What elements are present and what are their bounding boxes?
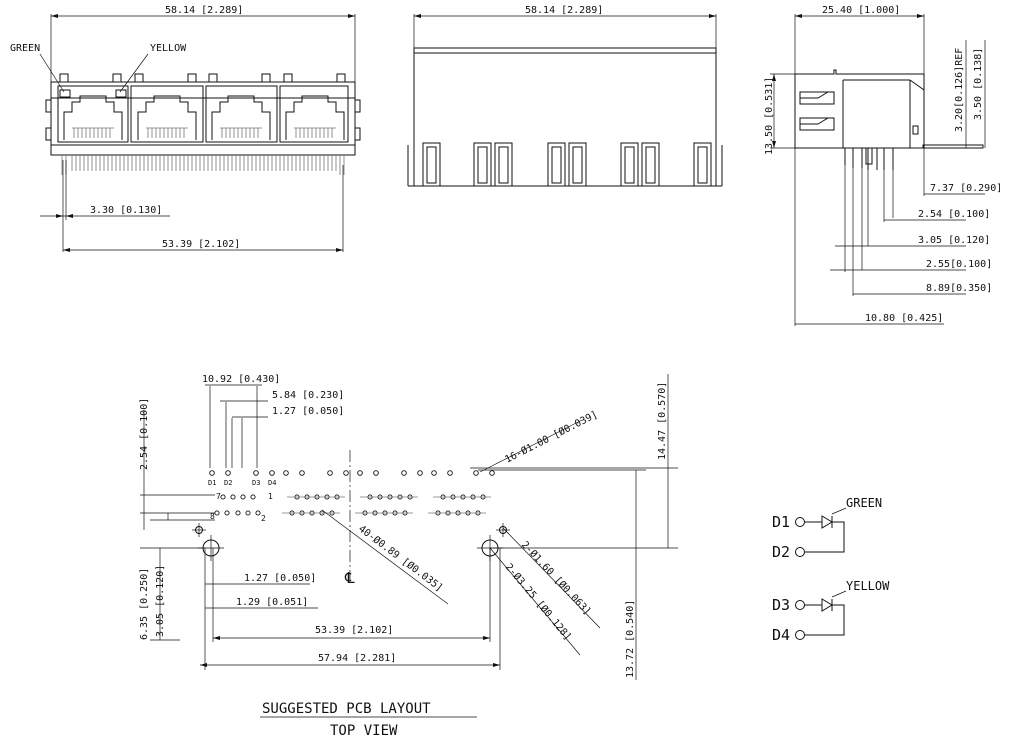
side-ref-dim: 3.20[0.126]REF <box>954 48 965 132</box>
side-dim-lines <box>794 148 985 326</box>
rear-view: 58.14 [2.289] <box>407 5 723 187</box>
pcb-subtitle: TOP VIEW <box>330 723 398 739</box>
side-dim-5: 8.89[0.350] <box>926 283 992 294</box>
rj45-port-4 <box>279 85 349 143</box>
pcb-title: SUGGESTED PCB LAYOUT <box>262 701 431 717</box>
side-dim-6: 10.80 [0.425] <box>865 313 943 324</box>
rj45-port-1 <box>57 85 129 143</box>
pad-label-d2: D2 <box>224 479 232 487</box>
pcb-dim-5-84: 5.84 [0.230] <box>272 390 344 401</box>
side-dim-3: 3.05 [0.120] <box>918 235 990 246</box>
rj45-port-3 <box>205 85 278 143</box>
schematic-green-label: GREEN <box>846 496 882 510</box>
pin-label-2: 2 <box>261 514 266 523</box>
top-tabs <box>59 73 346 83</box>
pin-label-1: 1 <box>268 492 273 501</box>
schematic-d4: D4 <box>772 626 790 644</box>
front-view: 58.14 [2.289] <box>10 5 361 252</box>
hole-callout-16: 16-Ø1.00 [Ø0.039] <box>503 409 600 466</box>
signal-pads <box>214 494 491 516</box>
front-yellow-label: YELLOW <box>150 43 187 54</box>
pcb-dim-1-29: 1.29 [0.051] <box>236 597 308 608</box>
side-dim-2: 2.54 [0.100] <box>918 209 990 220</box>
schematic-d1: D1 <box>772 513 790 531</box>
side-depth-dim: 25.40 [1.000] <box>822 5 900 16</box>
pcb-dim-2-54: 2.54 [0.100] <box>139 398 150 470</box>
rear-width-dim: 58.14 [2.289] <box>525 5 603 16</box>
pcb-dim-57-94: 57.94 [2.281] <box>318 653 396 664</box>
pcb-dim-13-72: 13.72 [0.540] <box>625 600 636 678</box>
side-view: 25.40 [1.000] 13.50 [0.531] 3.20[0.126]R… <box>764 5 1002 326</box>
side-top-dim: 3.50 [0.138] <box>973 48 984 120</box>
pin-label-7: 7 <box>216 492 221 501</box>
side-dim-4: 2.55[0.100] <box>926 259 992 270</box>
pad-label-d1: D1 <box>208 479 216 487</box>
led-schematic: D1 D2 GREEN D3 D4 YELLOW <box>772 496 890 644</box>
schematic-yellow-label: YELLOW <box>846 579 890 593</box>
pad-label-d4: D4 <box>268 479 276 487</box>
pcb-layout: 10.92 [0.430] 5.84 [0.230] 1.27 [0.050] … <box>139 374 678 739</box>
hole-callout-2-160: 2-Ø1.60 [Ø0.063] <box>519 539 593 618</box>
pcb-centerline: ℄ <box>344 569 355 587</box>
schematic-d2: D2 <box>772 543 790 561</box>
led-pads <box>209 470 495 476</box>
front-width-dim: 58.14 [2.289] <box>165 5 243 16</box>
pin-offset-dim: 3.30 [0.130] <box>90 205 162 216</box>
side-dim-1: 7.37 [0.290] <box>930 183 1002 194</box>
pin-span-dim: 53.39 [2.102] <box>162 239 240 250</box>
pcb-dim-10-92: 10.92 [0.430] <box>202 374 280 385</box>
mounting-holes <box>192 523 510 561</box>
pin-label-8: 8 <box>210 512 215 521</box>
pad-label-d3: D3 <box>252 479 260 487</box>
pcb-dim-14-47: 14.47 [0.570] <box>657 382 668 460</box>
rj45-port-2 <box>130 85 204 143</box>
pcb-dim-1-27-top: 1.27 [0.050] <box>272 406 344 417</box>
front-green-label: GREEN <box>10 43 40 54</box>
hole-callout-40: 40-Ø0.89 [Ø0.035] <box>356 523 445 594</box>
pcb-dim-6-35: 6.35 [0.250] <box>139 568 150 640</box>
pcb-dim-3-05: 3.05 [0.120] <box>155 565 166 637</box>
side-height-dim: 13.50 [0.531] <box>764 77 775 155</box>
pcb-dim-1-27-bottom: 1.27 [0.050] <box>244 573 316 584</box>
pcb-dim-53-39: 53.39 [2.102] <box>315 625 393 636</box>
rear-latches <box>422 142 712 187</box>
schematic-d3: D3 <box>772 596 790 614</box>
hole-callout-2-325: 2-Ø3.25 [Ø0.128] <box>503 561 574 643</box>
